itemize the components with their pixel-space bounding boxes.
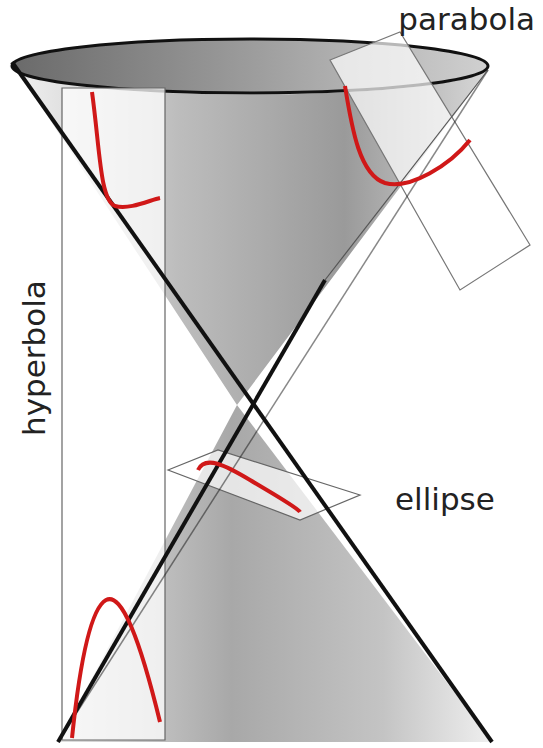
cone-edge (58, 280, 325, 742)
cone-edge (325, 70, 488, 280)
hyperbola-label: hyperbola (17, 280, 51, 436)
parabola-curve (345, 86, 470, 184)
ellipse-plane (168, 450, 360, 520)
hyperbola-curve (72, 599, 160, 738)
parabola-label: parabola (398, 2, 535, 36)
ellipse-curve (198, 463, 300, 512)
hyperbola-curve (92, 92, 160, 207)
cone-edge (58, 70, 488, 742)
cone-edge (12, 62, 492, 742)
ellipse-label: ellipse (395, 482, 495, 516)
